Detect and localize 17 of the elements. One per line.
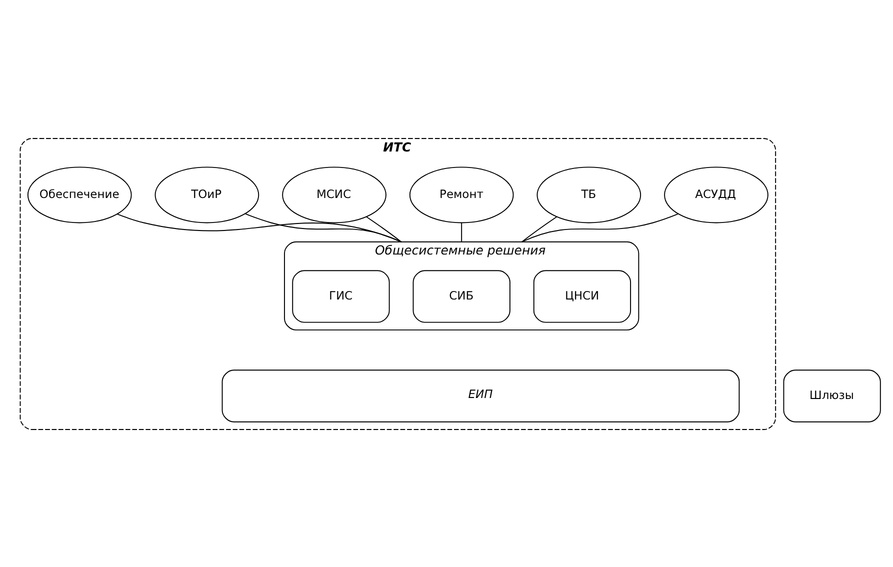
connector xyxy=(116,213,402,242)
connector xyxy=(366,216,402,242)
node-ellipse: Ремонт xyxy=(409,166,514,223)
node-box: СИБ xyxy=(412,270,510,322)
connector xyxy=(461,222,462,242)
connector xyxy=(521,213,678,242)
node-box: ЕИП xyxy=(222,369,740,422)
node-ellipse: МСИС xyxy=(282,166,386,223)
connector xyxy=(244,212,402,242)
node-ellipse: АСУДД xyxy=(664,166,768,223)
node-box: ЦНСИ xyxy=(533,270,632,322)
node-box: ГИС xyxy=(292,270,390,322)
connector xyxy=(521,216,558,242)
node-ellipse: ТОиР xyxy=(154,166,260,223)
node-ellipse: Обеспечение xyxy=(27,166,132,223)
node-box: Шлюзы xyxy=(783,369,881,422)
node-ellipse: ТБ xyxy=(536,166,642,223)
